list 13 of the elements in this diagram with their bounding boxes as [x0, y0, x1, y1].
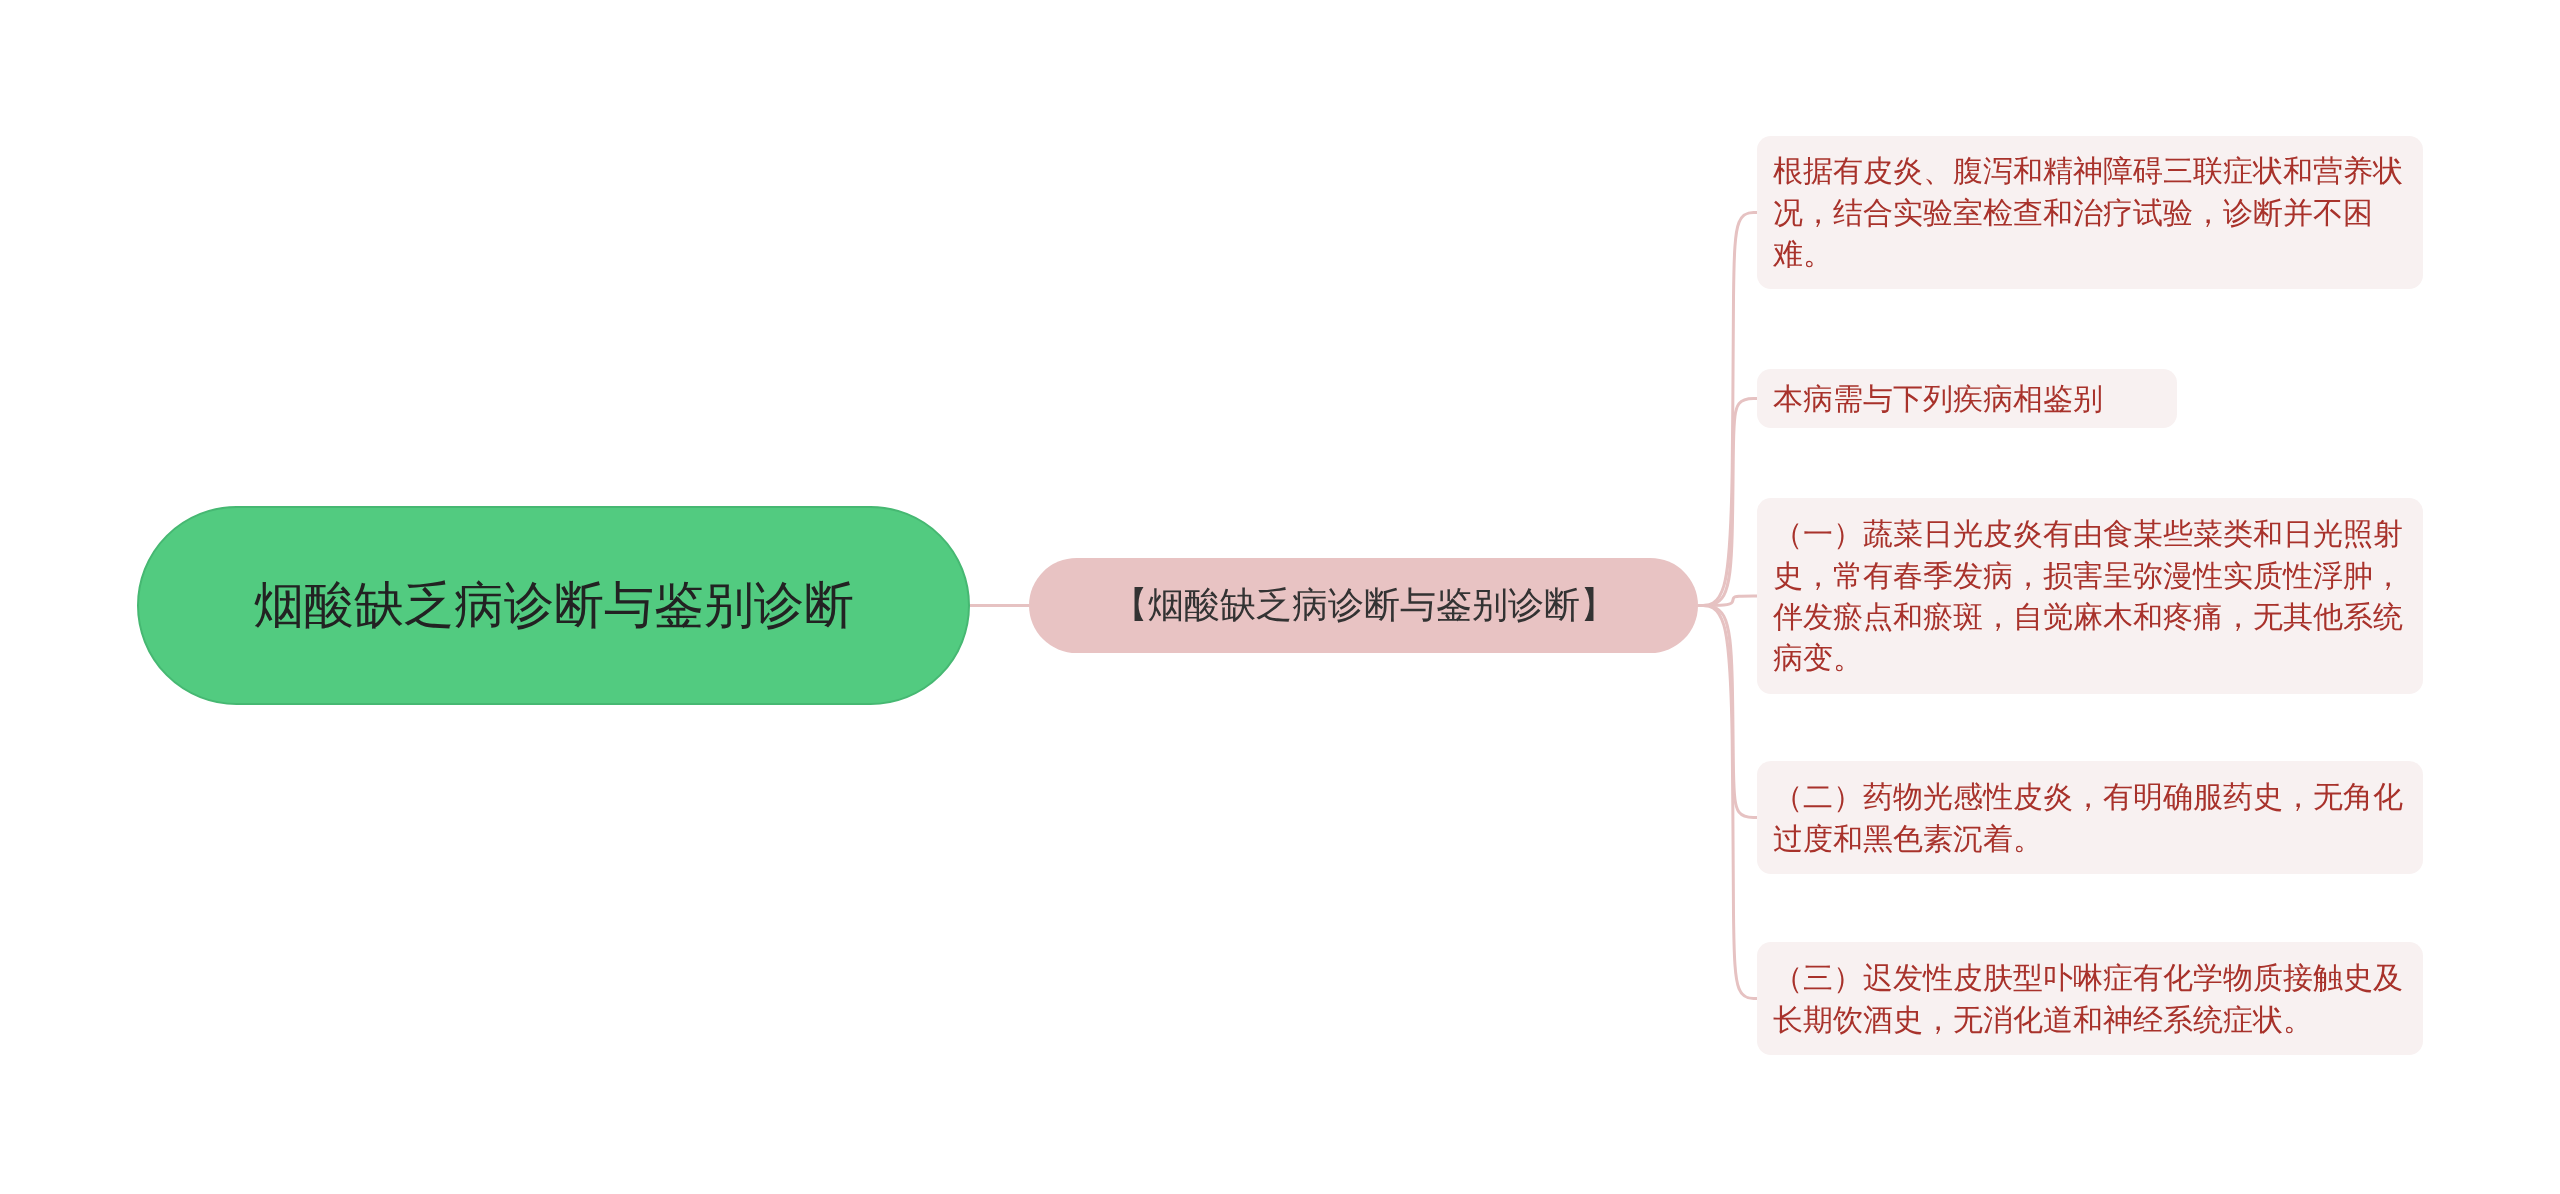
node-text: 根据有皮炎、腹泻和精神障碍三联症状和营养状况，结合实验室检查和治疗试验，诊断并不困难。: [1773, 152, 2404, 274]
node-text: （二）药物光感性皮炎，有明确服药史，无角化过度和黑色素沉着。: [1773, 778, 2404, 858]
node-text: （三）迟发性皮肤型卟啉症有化学物质接触史及长期饮酒史，无消化道和神经系统症状。: [1773, 959, 2404, 1039]
text-card: [1757, 498, 2423, 694]
text-card: [1757, 942, 2423, 1055]
node-text: 【烟酸缺乏病诊断与鉴别诊断】: [1111, 583, 1616, 627]
text-card: [1757, 761, 2423, 874]
node-text: 烟酸缺乏病诊断与鉴别诊断: [253, 575, 854, 636]
text-card: [1757, 136, 2423, 289]
node-text: （一）蔬菜日光皮炎有由食某些菜类和日光照射史，常有春季发病，损害呈弥漫性实质性浮肿，伴发瘀点和瘀斑，自觉麻木和疼痛，无其他系统病变。: [1773, 515, 2404, 678]
connector-line: [970, 604, 1029, 607]
text-card: [1757, 369, 2177, 428]
node-text: 本病需与下列疾病相鉴别: [1773, 379, 2103, 418]
